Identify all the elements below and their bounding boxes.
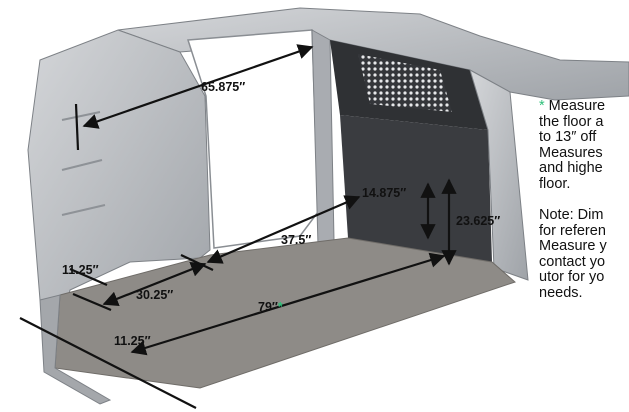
- partition-mesh: [358, 54, 452, 112]
- notes-panel: * Measure the floor a to 13″ off Measure…: [539, 98, 629, 301]
- label-door-width-upper: 11.25″: [62, 263, 99, 277]
- dimension-lines: [19, 44, 457, 409]
- measure-note: * Measure the floor a to 13″ off Measure…: [539, 98, 629, 192]
- floor-length-value: 79″: [258, 300, 278, 314]
- label-wheelwell-top: 14.875″: [362, 186, 406, 200]
- measure-note-text: Measure the floor a to 13″ off Measures …: [539, 98, 606, 192]
- dim-tick-roof: [74, 103, 80, 151]
- note-spacer: [539, 192, 629, 208]
- dim-line-door-lower: [72, 292, 112, 312]
- dim-line-door-upper: [69, 267, 108, 287]
- label-door-width-lower: 11.25″: [114, 334, 151, 348]
- label-between-wheelwells: 37.5″: [281, 233, 311, 247]
- label-partition-height: 23.625″: [456, 214, 500, 228]
- disclaimer-note: Note: Dim for referen Measure y contact …: [539, 207, 607, 301]
- dim-line-floor: [130, 252, 446, 356]
- rear-sill: [39, 294, 112, 405]
- label-roof-to-partition: 65.875″: [201, 80, 245, 94]
- dim-line-roof: [82, 44, 314, 129]
- rear-pillar: [469, 68, 529, 281]
- floor-length-asterisk: *: [278, 300, 283, 314]
- label-floor-length: 79″*: [258, 300, 283, 314]
- measure-note-asterisk: *: [539, 98, 545, 114]
- dim-line-between: [206, 195, 361, 264]
- label-side-section: 30.25″: [136, 288, 173, 302]
- dim-line-rear: [19, 317, 197, 409]
